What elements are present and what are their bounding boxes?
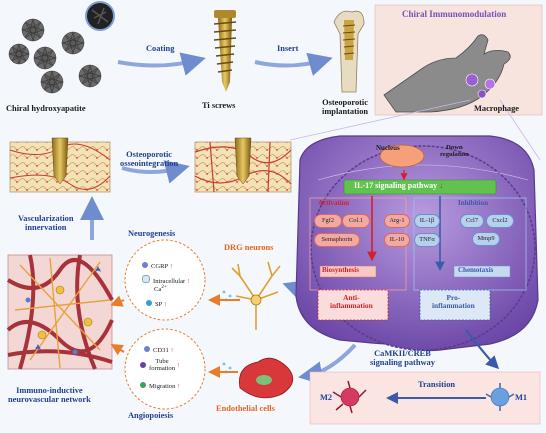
sp-dot-icon [146, 300, 152, 306]
zoom-inset-circle [85, 1, 115, 31]
anti-inflammation-box [317, 289, 389, 321]
macrophage-label: Macrophage [474, 104, 519, 113]
ti-screw-icon [213, 10, 237, 92]
macrophage-to-endothelial-arrow [298, 343, 357, 386]
drg-neurons-label: DRG neurons [224, 243, 274, 252]
neurovascular-network [6, 254, 114, 370]
chemotaxis-label: Chemotaxis [458, 266, 494, 274]
nucleus-icon [379, 144, 425, 168]
osseointegration-block-before [9, 137, 111, 193]
coating-arrow [117, 52, 206, 76]
m2-macrophage-icon [332, 380, 367, 414]
osteoporotic-bone-icon [333, 10, 365, 93]
insert-label: Insert [277, 44, 299, 53]
nucleus-label: Nucleus [376, 144, 400, 152]
marker-il10: IL-10 [384, 233, 410, 247]
marker-col1: Col.1 [342, 214, 370, 228]
cgrp-row: CGRP ↑ [142, 262, 173, 270]
activation-label: Activation [318, 199, 350, 207]
calcium-dot-icon [142, 275, 150, 283]
cell-to-polarization-arrow [465, 329, 500, 370]
migration-dot-icon [140, 382, 146, 388]
pro-inflammation-box [419, 289, 491, 321]
polarization-panel [309, 371, 541, 425]
hand-panel [374, 4, 543, 116]
insert-arrow [254, 52, 333, 76]
angio-to-network-arrow [110, 343, 125, 356]
marker-il1b: IL-1β [414, 214, 440, 228]
transition-label: Transition [418, 380, 456, 389]
marker-mmp9: Mmp9 [472, 232, 500, 246]
sp-row: SP ↑ [146, 300, 167, 308]
marker-fgf2: Fgf2 [314, 214, 342, 228]
biosynthesis-label: Biosynthesis [322, 266, 359, 274]
il17-pathway-label: IL-17 signaling pathway ↓ [354, 181, 444, 190]
marker-semaphorin: Semaphorin [314, 233, 360, 247]
macrophage-icon [465, 73, 496, 99]
neuro-to-network-arrow [110, 295, 125, 307]
angiopoiesis-title: Angiopoiesis [128, 411, 174, 420]
anti-inflammation-label: Anti-inflammation [330, 293, 373, 311]
osseointegration-arrow [121, 160, 190, 184]
m2-label: M2 [320, 393, 333, 402]
pro-inflammation-label: Pro-inflammation [432, 293, 475, 311]
cgrp-dot-icon [142, 262, 148, 268]
coating-label: Coating [146, 44, 175, 53]
calcium-row: Intracellular ↑ Ca2+ [142, 275, 190, 294]
drg-neuron-icon [231, 261, 281, 330]
endothelial-cells-label: Endothelial cells [216, 404, 275, 413]
ti-screws-label: Ti screws [202, 101, 236, 110]
marker-cxcl2: Cxcl2 [486, 214, 514, 228]
chiral-immunomodulation-title: Chiral Immunomodulation [402, 9, 507, 19]
m1-label: M1 [515, 393, 528, 402]
neurogenesis-title: Neurogenesis [128, 229, 176, 238]
migration-row: Migration ↑ [140, 382, 180, 390]
m1-macrophage-icon [485, 383, 515, 411]
cd31-dot-icon [144, 346, 150, 352]
marker-tnfa: TNFα [414, 233, 440, 247]
inhibition-label: Inhibition [458, 199, 488, 207]
neurogenesis-panel [124, 239, 206, 321]
osseointegration-block-after [194, 137, 292, 193]
chiral-hydroxyapatite-label: Chiral hydroxyapatite [6, 104, 86, 113]
cd31-row: CD31 ↑ [144, 346, 174, 354]
il17-pathway-bar [343, 179, 497, 195]
zoom-guide-lines [289, 99, 541, 161]
marker-arg1: Arg-1 [384, 214, 410, 228]
chiral-hydroxyapatite-flowers [8, 18, 102, 94]
tube-formation-dot-icon [140, 362, 146, 369]
endothelial-cells-icon [239, 357, 294, 399]
marker-ccl7: Ccl7 [460, 214, 484, 228]
